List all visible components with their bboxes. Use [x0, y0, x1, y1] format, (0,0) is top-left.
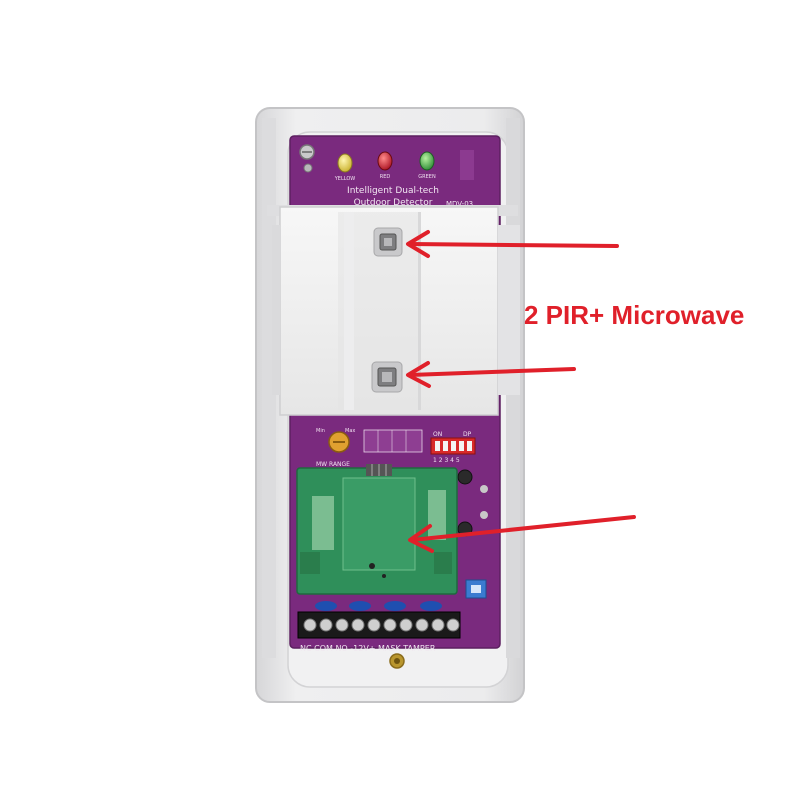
dip-header-on: ON [433, 431, 442, 438]
board-model: MDV-03 [446, 200, 473, 208]
pot-label-max: Max [345, 428, 355, 434]
pot-label-min: Min [316, 428, 325, 434]
terminal-block: NC COM NO -12V+ MASK TAMPER [297, 611, 461, 653]
pir-sensor-bottom [371, 361, 403, 393]
led-label-red: RED [380, 174, 391, 180]
pot-caption: MW RANGE [316, 461, 350, 468]
led-label-yellow: YELLOW [334, 176, 356, 182]
annotation-arrows [406, 230, 636, 553]
terminal-labels: NC COM NO -12V+ MASK TAMPER [300, 644, 436, 653]
pir-sensor-top [373, 227, 403, 257]
board-title-line1: Intelligent Dual-tech [347, 186, 439, 196]
microwave-module [296, 464, 458, 595]
lower-pcb-details: Min Max MW RANGE ON DP 1 2 3 4 5 [315, 428, 488, 611]
led-yellow [337, 153, 353, 173]
led-label-green: GREEN [418, 174, 436, 180]
led-red [377, 151, 393, 171]
dip-header-dp: DP [463, 431, 472, 438]
arrow-pir-top [406, 230, 619, 258]
arrow-pir-bottom [406, 361, 576, 388]
annotation-label: 2 PIR+ Microwave [524, 300, 745, 330]
dip-numbers: 1 2 3 4 5 [433, 457, 460, 464]
board-title-line2: Outdoor Detector [354, 198, 433, 208]
led-green [419, 151, 435, 171]
arrow-microwave [408, 515, 636, 553]
